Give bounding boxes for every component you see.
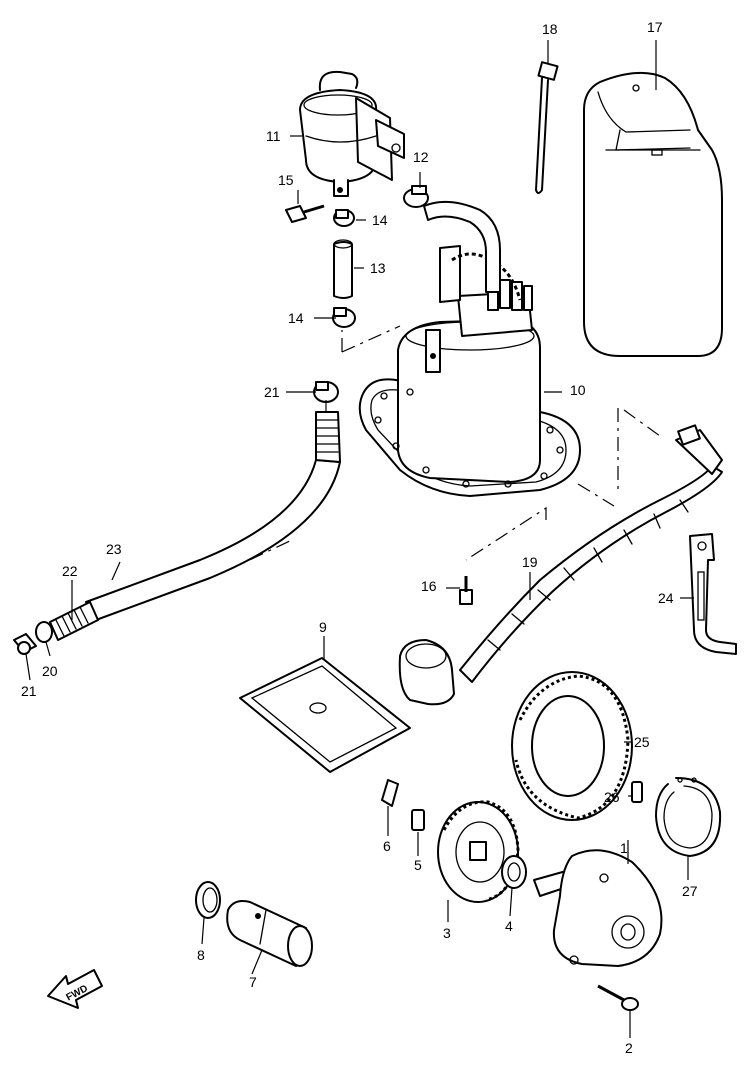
callout-12: 12 (413, 149, 429, 165)
callout-24: 24 (658, 590, 674, 606)
callout-3: 3 (443, 925, 451, 941)
callout-11: 11 (266, 128, 281, 144)
callout-14-lower: 14 (288, 310, 304, 326)
callout-17: 17 (647, 19, 663, 35)
part-16-bolt[interactable] (459, 576, 473, 605)
callout-25: 25 (634, 734, 650, 750)
part-12-clamp[interactable] (403, 185, 429, 208)
callout-19: 19 (522, 554, 538, 570)
part-1-housing[interactable] (533, 849, 663, 967)
callout-9: 9 (319, 619, 327, 635)
part-14-clamp-lower[interactable] (332, 307, 356, 328)
callout-21-upper: 21 (264, 384, 280, 400)
leader-lines (25, 40, 694, 1038)
part-13-hose[interactable] (333, 239, 353, 299)
part-24-bracket[interactable] (689, 533, 737, 655)
callout-7: 7 (249, 974, 257, 990)
part-9-gasket[interactable] (239, 657, 411, 773)
part-8-o-ring[interactable] (195, 881, 221, 919)
callout-5: 5 (414, 857, 422, 873)
callout-1: 1 (620, 840, 628, 856)
part-10-fuel-pump[interactable] (358, 245, 581, 497)
callout-22: 22 (62, 563, 78, 579)
callouts: 1 2 3 4 5 6 7 8 9 10 11 12 13 14 14 15 1… (21, 19, 698, 1056)
callout-14-upper: 14 (372, 212, 388, 228)
fwd-arrow-icon: FWD (47, 969, 103, 1009)
part-15-screw[interactable] (285, 204, 325, 223)
part-5-pin[interactable] (411, 809, 425, 831)
callout-16: 16 (421, 578, 437, 594)
part-21-clamp-lower[interactable] (13, 633, 37, 655)
part-26-pin[interactable] (631, 781, 643, 803)
callout-26: 26 (604, 789, 620, 805)
part-2-screw[interactable] (597, 984, 639, 1011)
callout-4: 4 (505, 918, 513, 934)
part-4-washer[interactable] (501, 855, 527, 889)
callout-18: 18 (542, 21, 558, 37)
part-7-shaft[interactable] (226, 900, 313, 967)
part-6-clip[interactable] (381, 779, 399, 807)
callout-10: 10 (570, 382, 586, 398)
callout-21-lower: 21 (21, 683, 37, 699)
part-27-circlip[interactable] (655, 777, 722, 857)
callout-8: 8 (197, 947, 205, 963)
part-25-gear[interactable] (511, 671, 633, 821)
part-19-harness[interactable] (398, 424, 723, 706)
part-11-valve[interactable] (299, 70, 405, 197)
callout-15: 15 (278, 172, 294, 188)
part-20-fitting[interactable] (35, 621, 53, 643)
callout-6: 6 (383, 838, 391, 854)
part-21-clamp-upper[interactable] (313, 381, 339, 403)
callout-13: 13 (370, 260, 386, 276)
callout-27: 27 (682, 883, 698, 899)
part-17-tank-cover[interactable] (583, 71, 723, 357)
callout-20: 20 (42, 663, 58, 679)
part-3-gear[interactable] (437, 800, 520, 903)
part-22-hose-end[interactable] (49, 601, 99, 641)
fuel-outlet-hose (423, 200, 501, 293)
callout-2: 2 (625, 1040, 633, 1056)
callout-23: 23 (106, 541, 122, 557)
part-23-hose[interactable] (85, 411, 341, 621)
part-18-cable-tie[interactable] (535, 61, 559, 194)
part-14-clamp-upper[interactable] (333, 209, 355, 227)
